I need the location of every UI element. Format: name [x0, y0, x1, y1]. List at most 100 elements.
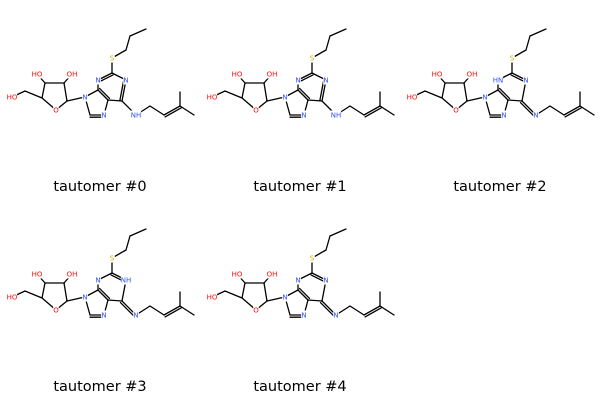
atom-label-background	[282, 92, 288, 102]
atom-label-background	[323, 75, 329, 85]
nitrogen-label: N	[301, 112, 306, 120]
bond-double	[498, 87, 511, 100]
bond	[125, 35, 131, 51]
nitrogen-label: N	[323, 277, 328, 285]
nitrogen-label: NH	[121, 277, 132, 285]
bond	[263, 282, 268, 302]
atom-label-background	[123, 75, 129, 85]
atom-label-background	[231, 69, 243, 79]
bond-double	[164, 307, 182, 318]
hydroxyl-label: HO	[232, 71, 243, 79]
atom-label-background	[31, 269, 43, 279]
atom-label-background	[101, 310, 107, 320]
atom-label-background	[82, 292, 88, 302]
atom-label-background	[282, 292, 288, 302]
atom-label-background	[31, 69, 43, 79]
hydroxyl-label: HO	[432, 71, 443, 79]
nitrogen-label: N	[95, 277, 100, 285]
hydroxyl-label: OH	[67, 71, 78, 79]
nitrogen-label: N	[501, 112, 506, 120]
bond	[241, 82, 246, 99]
atom-label-background	[253, 105, 259, 115]
atom-label-background	[95, 75, 101, 85]
bond-double	[98, 287, 111, 300]
bond-double	[564, 107, 582, 118]
atom-label-background	[95, 275, 101, 285]
atom-label-background	[482, 92, 488, 102]
atom-label-background	[53, 105, 59, 115]
bond	[149, 305, 165, 316]
bond	[224, 90, 243, 99]
atom-label-background	[333, 310, 339, 320]
bond	[379, 105, 395, 116]
sulfur-label: S	[310, 255, 315, 263]
atom-label-background	[301, 310, 307, 320]
bond-double	[98, 87, 111, 100]
legend-3: tautomer #3	[53, 379, 147, 395]
bond-double	[119, 301, 136, 318]
hydroxyl-label: HO	[207, 294, 218, 302]
nitrogen-label: N	[523, 77, 528, 85]
bond	[363, 305, 381, 316]
bond	[466, 96, 486, 102]
legend-4: tautomer #4	[253, 379, 347, 395]
atom-label-background	[266, 69, 278, 79]
bond	[325, 35, 331, 51]
bond	[424, 90, 443, 99]
bond	[66, 96, 86, 102]
atom-label-background	[206, 292, 218, 302]
atom-label-background	[509, 53, 515, 63]
atom-label-background	[6, 292, 18, 302]
bond	[325, 235, 331, 251]
bond	[363, 105, 381, 116]
bond	[224, 290, 243, 299]
bond-double	[298, 87, 311, 100]
atom-label-background	[253, 305, 259, 315]
bond-double	[298, 287, 311, 300]
exocyclic-nitrogen-label: N	[333, 312, 338, 320]
exocyclic-nitrogen-label: NH	[331, 112, 342, 120]
bond	[179, 105, 195, 116]
bond	[24, 290, 43, 299]
bond	[129, 28, 147, 37]
atom-label-background	[453, 105, 459, 115]
bond	[529, 28, 547, 37]
atom-label-background	[431, 69, 443, 79]
nitrogen-label: N	[82, 94, 87, 102]
bond-double	[310, 274, 326, 283]
bond	[463, 82, 468, 102]
exocyclic-nitrogen-label: N	[133, 312, 138, 320]
hydroxyl-label: HO	[232, 271, 243, 279]
atom-label-background	[66, 269, 78, 279]
hydroxyl-label: OH	[467, 71, 478, 79]
bond	[63, 82, 68, 102]
atom-label-background	[323, 275, 329, 285]
hydroxyl-label: HO	[207, 94, 218, 102]
bond-double	[364, 107, 382, 118]
atom-label-background	[231, 269, 243, 279]
bond-double	[119, 78, 125, 102]
bond	[129, 228, 147, 237]
bond-double	[164, 107, 182, 118]
atom-label-background	[301, 110, 307, 120]
bond	[563, 105, 581, 116]
sulfur-label: S	[310, 55, 315, 63]
bond	[63, 282, 68, 302]
bond	[307, 299, 323, 302]
bond	[329, 228, 347, 237]
atom-label-background	[82, 92, 88, 102]
ring-oxygen-label: O	[53, 307, 59, 315]
nitrogen-label: N	[295, 277, 300, 285]
hydroxyl-label: HO	[7, 94, 18, 102]
ring-oxygen-label: O	[253, 307, 259, 315]
exocyclic-nitrogen-label: NH	[131, 112, 142, 120]
atom-label-background	[109, 253, 115, 263]
hydroxyl-label: OH	[267, 271, 278, 279]
nitrogen-label: N	[82, 294, 87, 302]
bond	[349, 305, 365, 316]
hydroxyl-label: OH	[267, 71, 278, 79]
